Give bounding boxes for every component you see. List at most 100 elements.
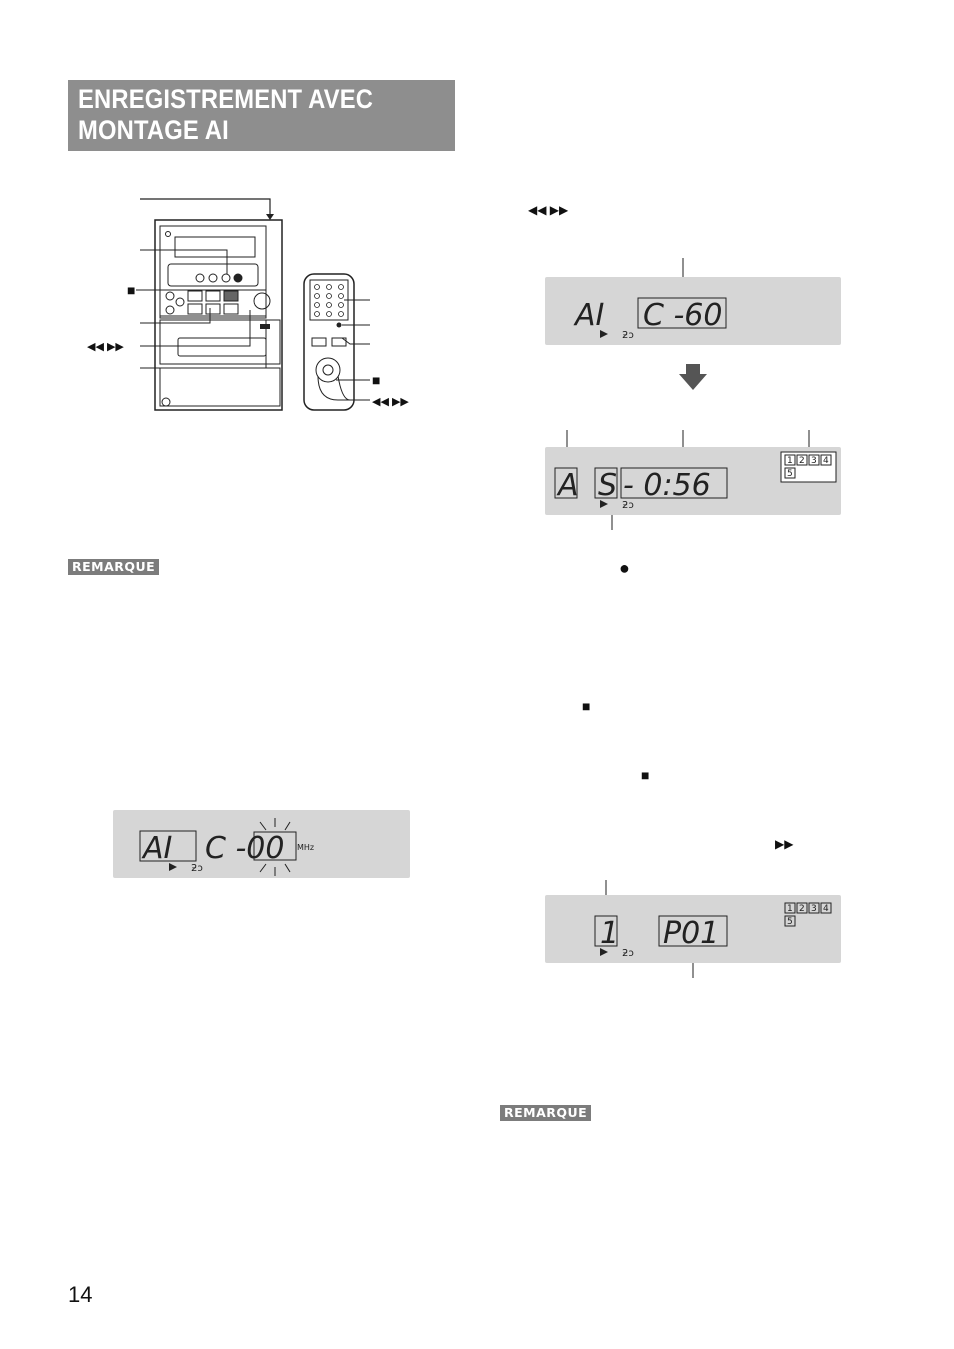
callout-line: [317, 375, 370, 401]
callout-line: [140, 308, 211, 324]
callout-line: [140, 310, 251, 347]
button-icon: [208, 273, 218, 283]
section-title-line1: ENREGISTREMENT AVEC: [78, 84, 374, 114]
track-numbers: 1 2 3 4 5: [784, 454, 832, 479]
svg-text:3: 3: [811, 904, 817, 914]
stop-glyph: ■: [582, 698, 591, 714]
svg-text:4: 4: [823, 456, 829, 466]
lcd-display-p01: 1 P01 ƻↄ 1 2 3 4 5: [545, 895, 841, 963]
pointer-lines: [605, 880, 694, 978]
dolby-logo-icon: [260, 324, 270, 329]
lcd-segments: AI C -00 MHz ƻↄ: [139, 818, 314, 876]
lcd-box: [658, 915, 728, 947]
rew-ff-glyphs: ◀◀ ▶▶: [528, 203, 569, 217]
lcd-display-ai-c60: AI C -60 ƻↄ: [545, 277, 841, 345]
lcd-display-time: A S - 0:56 ƻↄ 1 2 3 4 5: [545, 447, 841, 515]
svg-text:2: 2: [799, 456, 805, 466]
callout-line: [341, 337, 370, 345]
svg-text:3: 3: [811, 456, 817, 466]
ff-glyph: ▶▶: [775, 837, 794, 851]
play-icon: [169, 863, 177, 871]
lcd-box: [139, 830, 197, 862]
button-icon: [221, 273, 231, 283]
lcd-box: [594, 915, 618, 947]
svg-text:1: 1: [787, 456, 793, 466]
lcd-text: 1: [600, 916, 619, 951]
lcd-display-ai-c00: AI C -00 MHz ƻↄ: [113, 810, 410, 878]
button-icon: [223, 303, 239, 315]
lcd-unit: MHz: [297, 843, 314, 852]
record-button-icon: [233, 273, 243, 283]
lcd-box: [620, 467, 728, 499]
page-number: 14: [68, 1282, 93, 1307]
svg-text:1: 1: [787, 904, 793, 914]
lcd-text: AI: [141, 831, 173, 866]
button-icon: [205, 290, 221, 302]
cd-section: [159, 225, 267, 319]
lcd-text: C -00: [205, 831, 284, 866]
volume-knob-icon: [253, 292, 271, 310]
lcd-text: P01: [663, 916, 719, 951]
record-dot-glyph: ●: [619, 558, 630, 578]
remote-stop-label: ■: [372, 372, 381, 388]
lcd-segments: AI C -60 ƻↄ: [573, 297, 727, 341]
arrow-head-icon: [266, 214, 274, 220]
callout-line: [140, 320, 267, 369]
lcd-box: [594, 467, 618, 499]
lcd-text: A: [556, 468, 579, 503]
section-title: ENREGISTREMENT AVEC MONTAGE AI: [68, 80, 455, 151]
knob-icon: [165, 305, 175, 315]
stop-glyph: ■: [641, 767, 650, 783]
remote-dpad-icon: [315, 357, 341, 383]
remote-button-icon: [331, 337, 347, 347]
headphone-jack-icon: [161, 397, 171, 407]
remote-button-icon: [311, 337, 327, 347]
remarque-label: REMARQUE: [500, 1105, 592, 1121]
main-unit-body: [154, 219, 283, 411]
svg-text:4: 4: [823, 904, 829, 914]
flash-rays-icon: [259, 818, 291, 876]
lcd-segments: 1 P01 ƻↄ 1 2 3 4 5: [594, 902, 832, 959]
svg-text:2: 2: [799, 904, 805, 914]
play-icon: [600, 948, 608, 956]
button-icon: [187, 303, 203, 315]
rew-ff-label: ◀◀ ▶▶: [87, 341, 124, 353]
knob-icon: [165, 291, 175, 301]
cassette-deck: [159, 319, 281, 365]
play-icon: [600, 500, 608, 508]
lcd-text: - 0:56: [623, 468, 711, 503]
remote-control: [303, 273, 355, 411]
down-arrow-icon: [679, 364, 707, 390]
remote-rew-ff-label: ◀◀ ▶▶: [372, 396, 409, 408]
lcd-text: AI: [573, 298, 605, 333]
remote-record-icon: [336, 322, 342, 328]
pointer-line: [682, 258, 684, 278]
button-icon: [195, 273, 205, 283]
lcd-box: [637, 297, 727, 329]
play-icon: [600, 330, 608, 338]
callout-line: [140, 249, 228, 274]
repeat-icon: ƻↄ: [622, 948, 634, 959]
cd-tray: [167, 263, 259, 287]
button-icon: [187, 290, 203, 302]
callout-line: [140, 198, 271, 216]
stop-button-icon: [223, 290, 239, 302]
section-title-line2: MONTAGE AI: [78, 115, 229, 145]
button-icon: [205, 303, 221, 315]
lcd-box: [554, 467, 578, 499]
remote-dpad-center-icon: [322, 364, 334, 376]
lcd-text: S: [598, 468, 617, 503]
svg-text:5: 5: [787, 469, 793, 479]
repeat-icon: ƻↄ: [622, 330, 634, 341]
knob-icon: [175, 297, 185, 307]
track-numbers: 1 2 3 4 5: [784, 902, 832, 927]
lcd-text: C -60: [643, 298, 722, 333]
stop-label: ■: [127, 282, 136, 298]
remarque-label: REMARQUE: [68, 559, 160, 575]
power-led-icon: [165, 231, 171, 237]
repeat-icon: ƻↄ: [622, 500, 634, 511]
lcd-segments: A S - 0:56 ƻↄ 1 2 3 4 5: [554, 451, 837, 511]
svg-text:5: 5: [787, 917, 793, 927]
lcd-box: [253, 831, 297, 861]
stereo-remote-illustration: [136, 198, 370, 411]
